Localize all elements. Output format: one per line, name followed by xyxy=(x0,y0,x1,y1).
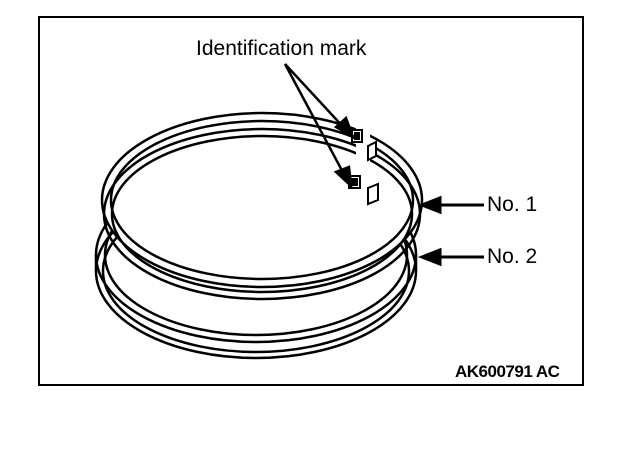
arrow-no-1-head xyxy=(417,195,442,215)
ring-no-1-label: No. 1 xyxy=(487,193,538,216)
ring-no-1 xyxy=(100,111,424,301)
figure-code: AK600791 AC xyxy=(455,362,560,381)
ring-gap-upper xyxy=(351,120,377,164)
ring-gap-lower xyxy=(348,168,379,206)
identification-mark-arrows xyxy=(283,63,356,190)
identification-mark-label: Identification mark xyxy=(196,37,367,60)
arrow-no-2-head xyxy=(417,247,442,267)
ring-no-2-label: No. 2 xyxy=(487,245,538,268)
